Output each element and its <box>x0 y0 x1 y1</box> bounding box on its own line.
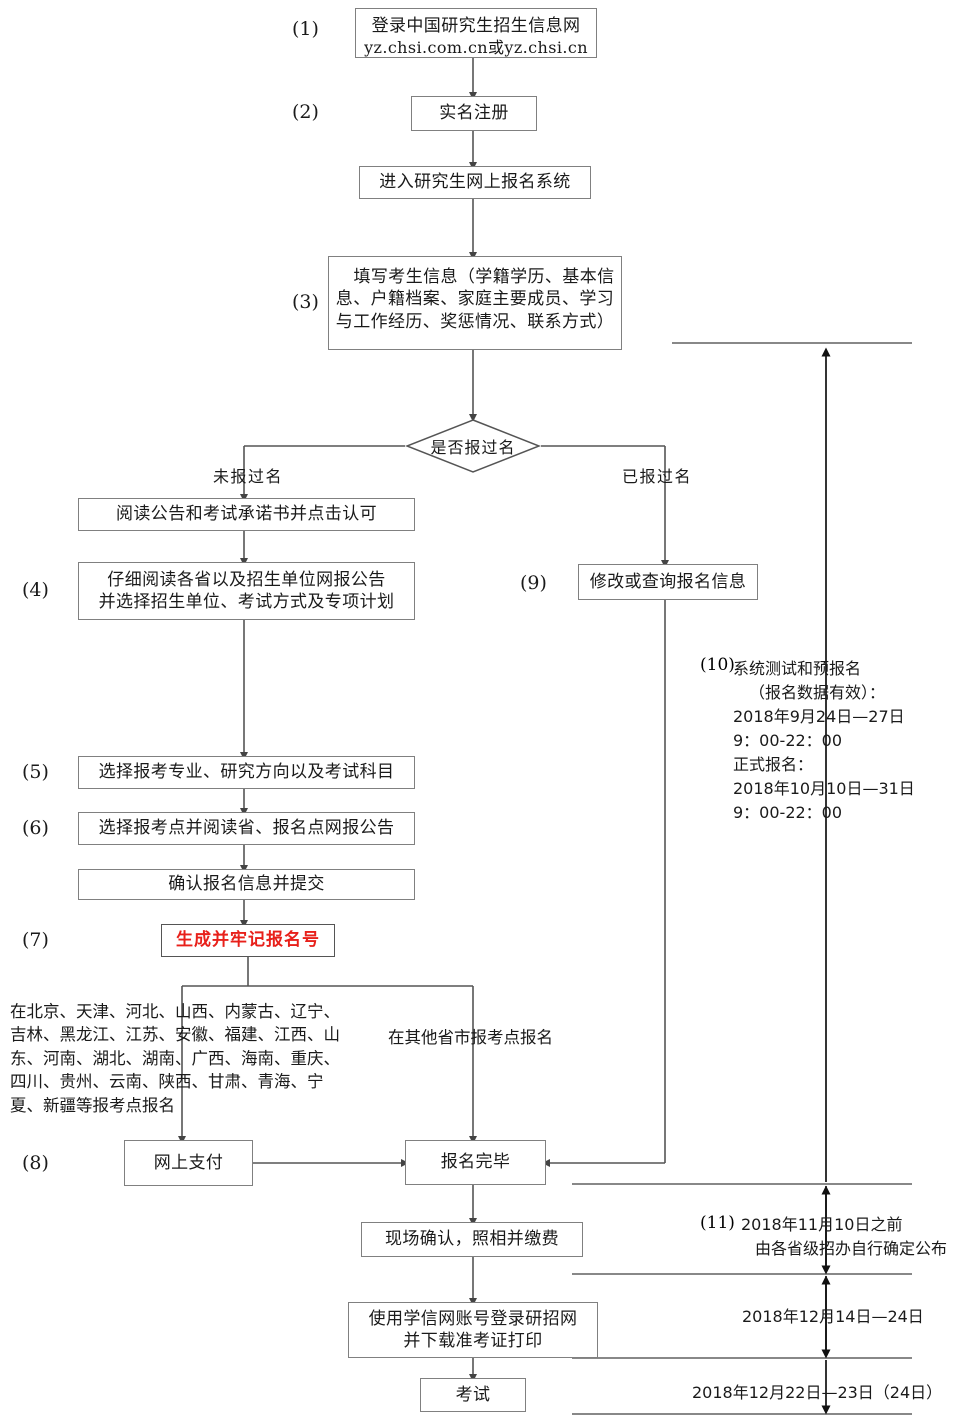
province-list-line4: 四川、贵州、云南、陕西、甘肃、青海、宁 <box>10 1072 324 1092</box>
province-list-line5: 夏、新疆等报考点报名 <box>10 1095 175 1115</box>
step-number-5: (5) <box>22 761 49 783</box>
note-11-text: 2018年11月10日之前 由各省级招办自行确定公布 <box>741 1213 947 1261</box>
node-exam[interactable]: 考试 <box>420 1378 526 1412</box>
node-confirm-submit[interactable]: 确认报名信息并提交 <box>78 869 415 900</box>
node-fill-candidate-info[interactable]: 填写考生信息（学籍学历、基本信 息、户籍档案、家庭主要成员、学习 与工作经历、奖… <box>328 256 622 350</box>
node-select-exam-site-label: 选择报考点并阅读省、报名点网报公告 <box>98 818 395 839</box>
province-list-line1: 在北京、天津、河北、山西、内蒙古、辽宁、 <box>10 1002 340 1021</box>
node-generate-registration-number-label: 生成并牢记报名号 <box>176 930 320 951</box>
node-modify-query-info-label: 修改或查询报名信息 <box>589 571 747 592</box>
node-fill-candidate-info-line3: 与工作经历、奖惩情况、联系方式） <box>335 311 615 332</box>
note-10-line7: 9：00-22：00 <box>733 803 843 822</box>
node-enter-online-system-label: 进入研究生网上报名系统 <box>379 172 571 193</box>
note-13-text: 2018年12月22日—23日（24日） <box>692 1381 942 1405</box>
node-onsite-confirmation[interactable]: 现场确认，照相并缴费 <box>361 1222 583 1257</box>
node-read-provincial-announcement-line2: 并选择招生单位、考试方式及专项计划 <box>98 592 395 613</box>
note-10-line5: 正式报名： <box>733 755 814 774</box>
node-exam-label: 考试 <box>455 1384 491 1405</box>
node-fill-candidate-info-line2: 息、户籍档案、家庭主要成员、学习 <box>335 289 615 310</box>
step-number-1: (1) <box>292 18 319 40</box>
node-download-admission-ticket-line2: 并下载准考证打印 <box>403 1331 543 1352</box>
node-read-announcement-label: 阅读公告和考试承诺书并点击认可 <box>116 504 377 525</box>
node-confirm-submit-label: 确认报名信息并提交 <box>168 874 325 895</box>
node-login-portal-line2: yz.chsi.com.cn或yz.chsi.cn <box>364 38 588 58</box>
note-12-text: 2018年12月14日—24日 <box>742 1305 924 1329</box>
note-10-text: 系统测试和预报名 （报名数据有效）： 2018年9月24日—27日 9：00-2… <box>733 657 915 825</box>
node-download-admission-ticket-line1: 使用学信网账号登录研招网 <box>368 1309 578 1329</box>
node-select-exam-site[interactable]: 选择报考点并阅读省、报名点网报公告 <box>78 812 415 845</box>
step-number-7: (7) <box>22 929 49 951</box>
node-select-major-label: 选择报考专业、研究方向以及考试科目 <box>98 762 395 783</box>
node-registration-complete-label: 报名完毕 <box>440 1152 511 1173</box>
step-number-2: (2) <box>292 101 319 123</box>
province-list-line2: 吉林、黑龙江、江苏、安徽、福建、江西、山 <box>10 1025 340 1045</box>
step-number-8: (8) <box>22 1152 49 1174</box>
note-13-line1: 2018年12月22日—23日（24日） <box>692 1383 943 1402</box>
note-10-line6: 2018年10月10日—31日 <box>733 779 915 798</box>
branch-label-already-registered: 已报过名 <box>622 467 693 486</box>
node-login-portal-line1: 登录中国研究生招生信息网 <box>371 16 581 36</box>
note-10-number: (10) <box>700 655 735 675</box>
node-select-major[interactable]: 选择报考专业、研究方向以及考试科目 <box>78 756 415 789</box>
node-online-payment[interactable]: 网上支付 <box>124 1140 253 1186</box>
step-number-9: (9) <box>520 572 547 594</box>
note-11-line1: 2018年11月10日之前 <box>741 1215 903 1234</box>
diamond-shape <box>404 419 542 473</box>
node-enter-online-system[interactable]: 进入研究生网上报名系统 <box>359 166 591 199</box>
node-login-portal[interactable]: 登录中国研究生招生信息网 yz.chsi.com.cn或yz.chsi.cn <box>355 8 597 58</box>
note-12-line1: 2018年12月14日—24日 <box>742 1307 924 1326</box>
note-11-line2: 由各省级招办自行确定公布 <box>755 1239 948 1258</box>
note-10-line2: （报名数据有效）： <box>749 683 886 702</box>
node-online-payment-label: 网上支付 <box>153 1152 224 1173</box>
node-real-name-register-label: 实名注册 <box>439 103 509 124</box>
other-province-text: 在其他省市报考点报名 <box>388 1028 553 1047</box>
province-list-line3: 东、河南、湖北、湖南、广西、海南、重庆、 <box>10 1048 340 1068</box>
decision-label: 是否报过名 <box>430 438 516 457</box>
branch-label-not-registered: 未报过名 <box>213 467 284 486</box>
node-fill-candidate-info-line1: 填写考生信息（学籍学历、基本信 <box>353 267 615 287</box>
node-download-admission-ticket[interactable]: 使用学信网账号登录研招网 并下载准考证打印 <box>348 1302 598 1358</box>
node-modify-query-info[interactable]: 修改或查询报名信息 <box>578 564 758 600</box>
note-10-line4: 9：00-22：00 <box>733 731 843 750</box>
node-real-name-register[interactable]: 实名注册 <box>411 96 537 131</box>
node-read-announcement[interactable]: 阅读公告和考试承诺书并点击认可 <box>78 498 415 531</box>
node-read-provincial-announcement-line1: 仔细阅读各省以及招生单位网报公告 <box>107 570 386 590</box>
node-registration-complete[interactable]: 报名完毕 <box>405 1140 546 1185</box>
node-onsite-confirmation-label: 现场确认，照相并缴费 <box>385 1229 559 1250</box>
note-10-line3: 2018年9月24日—27日 <box>733 707 905 726</box>
step-number-6: (6) <box>22 817 49 839</box>
node-read-provincial-announcement[interactable]: 仔细阅读各省以及招生单位网报公告 并选择招生单位、考试方式及专项计划 <box>78 562 415 620</box>
node-generate-registration-number[interactable]: 生成并牢记报名号 <box>161 924 335 957</box>
decision-already-registered[interactable]: 是否报过名 <box>404 418 542 474</box>
province-list-text: 在北京、天津、河北、山西、内蒙古、辽宁、 吉林、黑龙江、江苏、安徽、福建、江西、… <box>10 1000 390 1117</box>
step-number-4: (4) <box>22 579 49 601</box>
note-11-number: (11) <box>700 1213 735 1233</box>
step-number-3: (3) <box>292 291 319 313</box>
note-10-line1: 系统测试和预报名 <box>733 659 862 678</box>
